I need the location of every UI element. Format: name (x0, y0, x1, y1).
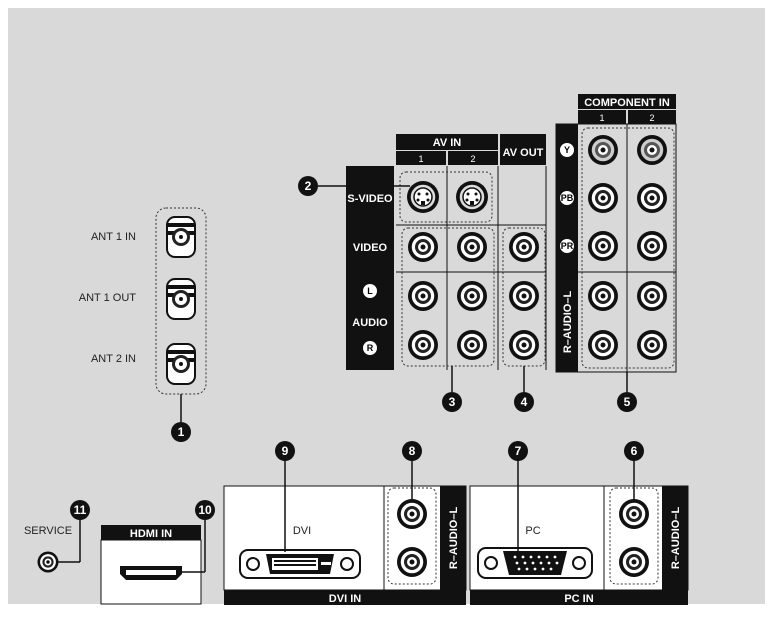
component-pb-jack-1[interactable] (587, 182, 619, 214)
svg-text:8: 8 (409, 444, 416, 458)
audio-left-badge: L (367, 286, 373, 296)
av-in-header: AV IN (433, 137, 462, 149)
pc-vga-port[interactable] (477, 547, 593, 579)
ant1-out-jack[interactable] (166, 278, 196, 320)
audio-l-jack-2[interactable] (456, 280, 488, 312)
svg-text:3: 3 (449, 395, 456, 409)
av-out-audio-r-jack[interactable] (508, 329, 540, 361)
hdmi-in-group: HDMI IN 10 (100, 500, 215, 605)
dvi-in-header: DVI IN (329, 593, 361, 605)
video-label: VIDEO (353, 242, 388, 254)
svg-text:5: 5 (624, 395, 631, 409)
dvi-audio-r-jack[interactable] (396, 546, 428, 578)
pc-audio-label: R–AUDIO–L (670, 507, 682, 570)
svg-text:6: 6 (631, 444, 638, 458)
svideo-jack-2[interactable] (455, 180, 489, 214)
service-label: SERVICE (24, 525, 72, 537)
audio-l-jack-1[interactable] (407, 280, 439, 312)
svideo-jack-1[interactable] (406, 180, 440, 214)
pb-badge: PB (561, 193, 574, 203)
component-audio-l-jack-2[interactable] (636, 280, 668, 312)
callout-10: 10 (195, 500, 215, 520)
video-jack-2[interactable] (456, 231, 488, 263)
av-in-group: AV IN 1 2 AV OUT S-VIDEO VIDEO L AUDIO R (298, 134, 547, 412)
component-col2: 2 (649, 113, 654, 123)
ant1-out-label: ANT 1 OUT (79, 292, 137, 304)
callout-6: 6 (624, 441, 644, 461)
component-header: COMPONENT IN (584, 97, 670, 109)
pc-in-header: PC IN (564, 593, 593, 605)
video-jack-1[interactable] (407, 231, 439, 263)
component-pr-jack-2[interactable] (636, 230, 668, 262)
callout-5: 5 (617, 392, 637, 412)
component-audio-r-jack-1[interactable] (587, 329, 619, 361)
ant1-in-jack[interactable] (166, 216, 196, 258)
callout-2: 2 (298, 176, 318, 196)
dvi-connector-label: DVI (293, 525, 311, 537)
dvi-audio-l-jack[interactable] (396, 498, 428, 530)
av-out-header: AV OUT (503, 147, 544, 159)
svg-text:9: 9 (282, 444, 289, 458)
pr-badge: PR (561, 241, 574, 251)
svg-text:10: 10 (198, 503, 212, 517)
hdmi-port[interactable] (120, 566, 182, 580)
pc-in-group: PC IN R–AUDIO–L PC 7 6 (469, 441, 689, 605)
y-badge: Y (564, 145, 570, 155)
component-in-group: COMPONENT IN 1 2 Y PB PR R–AUDIO–L 5 (555, 94, 677, 412)
ant2-in-label: ANT 2 IN (91, 353, 136, 365)
service-jack[interactable] (36, 550, 60, 574)
component-audio-r-jack-2[interactable] (636, 329, 668, 361)
component-y-jack-1[interactable] (587, 134, 619, 166)
antenna-group: ANT 1 IN ANT 1 OUT ANT 2 IN 1 (79, 207, 207, 442)
pc-audio-l-jack[interactable] (618, 498, 650, 530)
svg-text:4: 4 (521, 395, 528, 409)
svideo-label: S-VIDEO (347, 193, 393, 205)
audio-r-jack-1[interactable] (407, 329, 439, 361)
svg-text:2: 2 (305, 179, 312, 193)
av-in-col1: 1 (418, 154, 423, 164)
av-out-video-jack[interactable] (508, 231, 540, 263)
av-in-col2: 2 (470, 154, 475, 164)
dvi-port[interactable] (239, 549, 361, 579)
audio-right-badge: R (367, 343, 374, 353)
callout-3: 3 (442, 392, 462, 412)
dvi-in-group: DVI IN R–AUDIO–L DVI 9 8 (223, 441, 467, 605)
component-col1: 1 (599, 113, 604, 123)
audio-r-jack-2[interactable] (456, 329, 488, 361)
callout-11: 11 (70, 500, 90, 520)
component-y-jack-2[interactable] (636, 134, 668, 166)
pc-connector-label: PC (525, 525, 540, 537)
pc-audio-r-jack[interactable] (618, 546, 650, 578)
hdmi-header: HDMI IN (130, 528, 172, 540)
component-pb-jack-2[interactable] (636, 182, 668, 214)
svg-text:11: 11 (74, 503, 87, 517)
component-pr-jack-1[interactable] (587, 230, 619, 262)
svg-text:7: 7 (515, 444, 522, 458)
component-audio-l-jack-1[interactable] (587, 280, 619, 312)
component-audio-label: R–AUDIO–L (562, 291, 574, 354)
service-group: SERVICE 11 (24, 500, 90, 574)
audio-label: AUDIO (352, 317, 388, 329)
av-out-audio-l-jack[interactable] (508, 280, 540, 312)
dvi-audio-label: R–AUDIO–L (448, 507, 460, 570)
ant2-in-jack[interactable] (166, 343, 196, 385)
ant1-in-label: ANT 1 IN (91, 231, 136, 243)
callout-9: 9 (275, 441, 295, 461)
svg-text:1: 1 (178, 425, 185, 439)
callout-1: 1 (171, 422, 191, 442)
callout-4: 4 (514, 392, 534, 412)
callout-7: 7 (508, 441, 528, 461)
callout-8: 8 (402, 441, 422, 461)
